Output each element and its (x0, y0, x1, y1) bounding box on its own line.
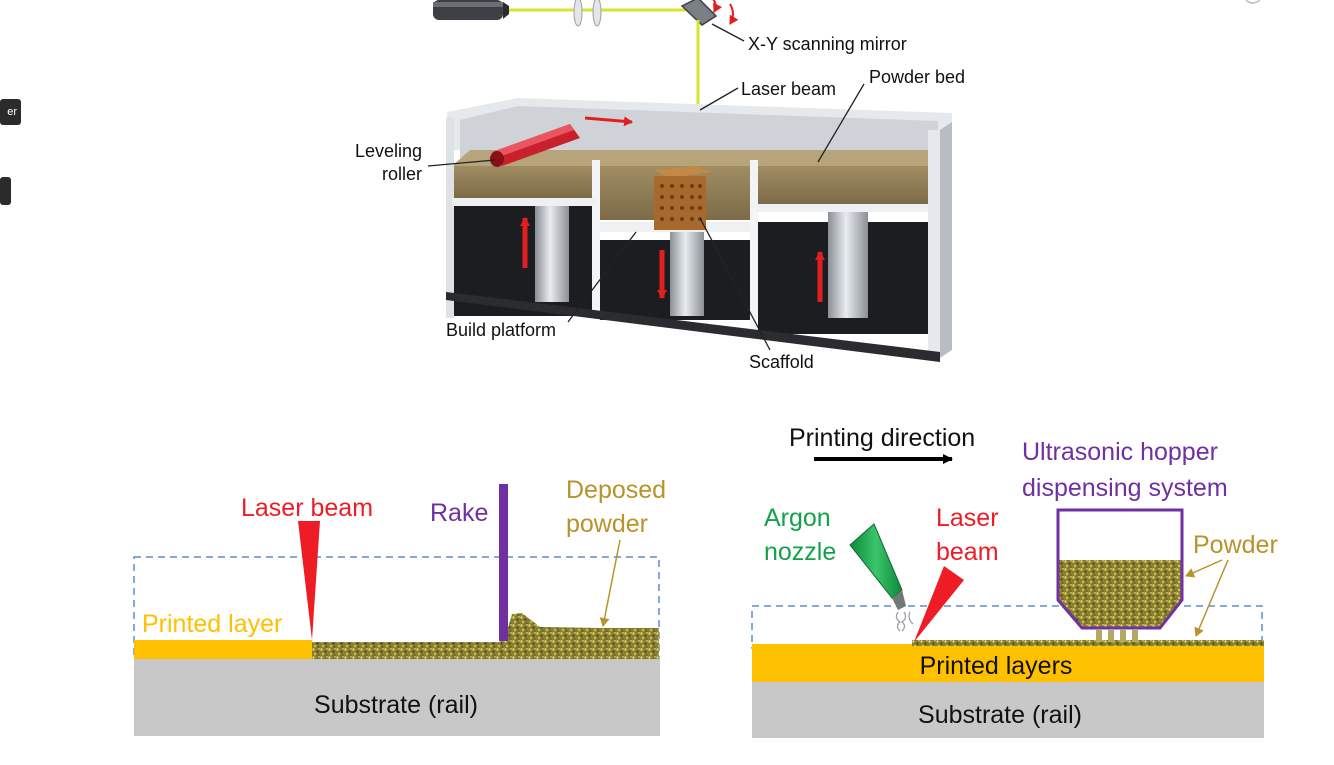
roller-label-line2: roller (382, 164, 422, 184)
roller-label-line1: Leveling (355, 141, 422, 161)
side-tab-2[interactable] (0, 177, 11, 205)
lens-icon (573, 0, 602, 27)
hopper (1056, 508, 1184, 630)
piston-left (535, 206, 569, 302)
deposed-label-line2: powder (566, 510, 648, 538)
argon-label-line1: Argon (764, 504, 831, 532)
printed-layers-label: Printed layers (920, 652, 1073, 680)
corner-glyph-icon (1245, 0, 1261, 4)
printed-layer (134, 640, 312, 659)
argon-nozzle (849, 523, 914, 632)
deposed-label-line1: Deposed (566, 476, 666, 504)
top-figure: X-Y scanning mirror Laser beam Powder be… (355, 0, 965, 372)
piston-center (670, 232, 704, 316)
br-substrate-label: Substrate (rail) (918, 701, 1082, 729)
powder-pointer-hopper (1185, 559, 1223, 578)
powder-pointer (599, 539, 621, 627)
deposed-powder (312, 613, 659, 659)
bl-substrate-label: Substrate (rail) (314, 691, 478, 719)
laser-beam-cone-right (914, 566, 964, 642)
layer-boundary-dashed (133, 556, 660, 658)
powder-bed-label: Powder bed (869, 67, 965, 87)
roller-direction-arrow (584, 116, 633, 127)
scaffold-cube (654, 166, 712, 230)
hopper-label-line2: dispensing system (1022, 474, 1228, 502)
leveling-roller-icon (490, 124, 580, 167)
direction-label: Printing direction (789, 424, 975, 452)
mirror-label: X-Y scanning mirror (748, 34, 907, 54)
substrate (134, 658, 660, 736)
laser-beam-cone (298, 521, 320, 640)
piston-right (828, 212, 868, 318)
br-laser-label-line1: Laser (936, 504, 999, 532)
bl-laser-label: Laser beam (241, 494, 373, 522)
laser-source (433, 0, 509, 20)
top-laser-label: Laser beam (741, 79, 836, 99)
bottom-left-diagram: Laser beam Rake Deposed powder Printed l… (133, 476, 666, 736)
substrate-right (752, 682, 1264, 738)
powder-bed-machine (446, 98, 952, 362)
hopper-label-line1: Ultrasonic hopper (1022, 438, 1218, 466)
side-tab-1[interactable]: er (0, 99, 21, 125)
argon-label-line2: nozzle (764, 538, 836, 566)
rake (499, 484, 508, 641)
bottom-right-diagram: Printing direction Ultrasonic hopper dis… (751, 424, 1278, 738)
hopper-powder (1058, 560, 1182, 628)
platform-label: Build platform (446, 320, 556, 340)
gas-flow-icon (895, 611, 914, 632)
powder-track (912, 640, 1264, 646)
scanning-mirror-icon (680, 0, 739, 26)
printed-layer-label: Printed layer (142, 610, 282, 638)
powder-label: Powder (1193, 531, 1278, 559)
rake-label: Rake (430, 499, 488, 527)
br-laser-label-line2: beam (936, 538, 999, 566)
printed-layers (752, 644, 1264, 682)
hopper-outlet-drops (1096, 630, 1138, 642)
scaffold-label: Scaffold (749, 352, 814, 372)
powder-pointer-track (1194, 559, 1229, 637)
